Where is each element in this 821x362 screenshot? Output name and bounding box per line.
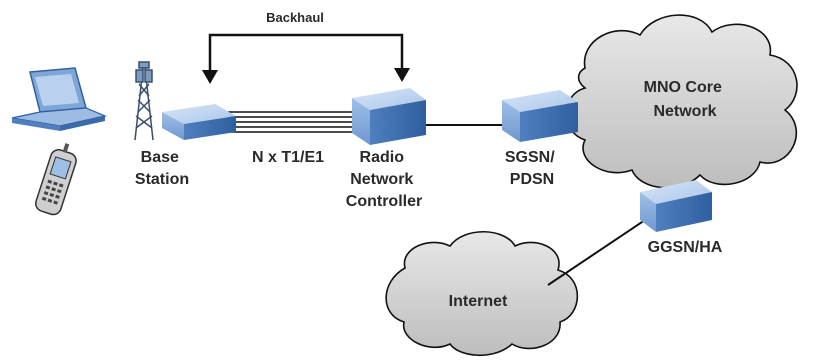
core-network-label: MNO Core Network xyxy=(644,79,727,120)
ggsn-internet-link xyxy=(547,219,646,286)
rnc-label: Radio Network Controller xyxy=(346,149,422,210)
cell-tower-icon xyxy=(134,61,154,141)
base-station-label-line1: Base xyxy=(141,149,179,166)
ggsn-box xyxy=(640,180,712,232)
sgsn-label-line2: PDSN xyxy=(510,171,554,188)
t1-e1-link-bundle xyxy=(228,111,368,133)
ggsn-label: GGSN/HA xyxy=(648,239,723,256)
laptop-icon xyxy=(11,67,107,131)
sgsn-box xyxy=(502,90,578,142)
backhaul-label: Backhaul xyxy=(266,10,324,25)
sgsn-label-line1: SGSN/ xyxy=(505,149,555,166)
link-label: N x T1/E1 xyxy=(252,149,324,166)
rnc-label-line3: Controller xyxy=(346,193,422,210)
internet-cloud xyxy=(385,230,579,356)
core-network-label-line1: MNO Core xyxy=(644,79,722,96)
internet-label: Internet xyxy=(449,293,508,310)
backhaul-arrow xyxy=(202,33,410,84)
base-station-label-line2: Station xyxy=(135,171,189,188)
rnc-box xyxy=(352,88,426,145)
base-station-label: Base Station xyxy=(135,149,189,188)
mno-core-cloud xyxy=(565,14,798,189)
base-station-box xyxy=(162,104,236,140)
rnc-label-line1: Radio xyxy=(360,149,405,166)
core-network-label-line2: Network xyxy=(653,103,716,120)
mobile-phone-icon xyxy=(35,143,77,216)
sgsn-label: SGSN/ PDSN xyxy=(505,149,559,188)
rnc-label-line2: Network xyxy=(350,171,413,188)
connections xyxy=(202,33,646,286)
